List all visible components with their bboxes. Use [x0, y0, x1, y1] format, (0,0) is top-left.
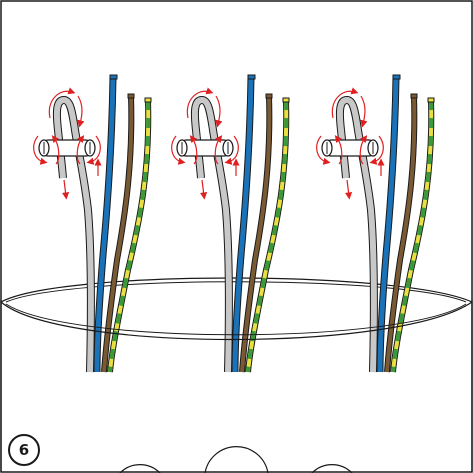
opening-ellipse-front-inner	[5, 303, 467, 336]
blue-wire-end	[392, 74, 401, 80]
direction-arrow-1	[48, 87, 76, 119]
direction-arrow-4	[334, 135, 343, 165]
rotation-arrow-icon	[316, 87, 385, 200]
cable-group-center	[171, 74, 290, 373]
brown-wire-end	[127, 93, 135, 99]
direction-arrow-5	[369, 135, 384, 165]
direction-arrow-2	[215, 95, 223, 128]
direction-arrow-7	[61, 179, 70, 200]
grey-sheath	[191, 96, 232, 373]
direction-arrow-2	[77, 95, 85, 128]
earth-wire-stripe	[108, 99, 151, 373]
opening-ellipse-front	[0, 301, 473, 341]
earth-wire-end	[427, 97, 435, 103]
brown-wire-end	[410, 93, 418, 99]
bottom-circle-left	[119, 464, 161, 473]
earth-wire-stripe	[246, 99, 289, 373]
cable-clamp-icon	[321, 139, 379, 157]
direction-arrow-5	[224, 135, 239, 165]
rotation-arrow-icon	[33, 87, 102, 200]
blue-wire	[94, 76, 116, 373]
direction-arrow-7	[344, 179, 353, 200]
blue-wire-end	[247, 74, 256, 80]
brown-wire	[102, 95, 134, 373]
direction-arrow-7	[199, 179, 208, 200]
direction-arrow-3	[316, 135, 331, 165]
clamp-bracket	[326, 139, 374, 157]
direction-arrow-6	[359, 135, 368, 165]
blue-wire-end	[109, 74, 118, 80]
direction-arrow-3	[171, 135, 186, 165]
direction-arrow-5	[86, 135, 101, 165]
direction-arrow-6	[214, 135, 223, 165]
earth-wire-end	[144, 97, 152, 103]
brown-wire-end	[265, 93, 273, 99]
cable-group-left	[33, 74, 152, 373]
direction-arrow-3	[33, 135, 48, 165]
brown-wire	[240, 95, 272, 373]
grey-sheath	[53, 96, 94, 373]
cable-clamp-icon	[38, 139, 96, 157]
blue-wire	[377, 76, 399, 373]
direction-arrow-1	[186, 87, 214, 119]
grey-sheath	[336, 96, 377, 373]
step-number-badge: 6	[8, 434, 40, 466]
bottom-circle-center	[204, 446, 269, 473]
earth-wire-end	[282, 97, 290, 103]
cable-group-right	[316, 74, 435, 373]
earth-wire-stripe	[391, 99, 434, 373]
clamp-bracket	[43, 139, 91, 157]
direction-arrow-1	[331, 87, 359, 119]
clamp-bracket	[181, 139, 229, 157]
cable-clamp-icon	[176, 139, 234, 157]
direction-arrow-4	[51, 135, 60, 165]
direction-arrow-6	[76, 135, 85, 165]
rotation-arrow-icon	[171, 87, 240, 200]
bottom-circle-right	[311, 464, 353, 473]
direction-arrow-2	[360, 95, 368, 128]
brown-wire	[385, 95, 417, 373]
opening-ellipse-back-inner	[5, 281, 467, 303]
direction-arrow-4	[189, 135, 198, 165]
